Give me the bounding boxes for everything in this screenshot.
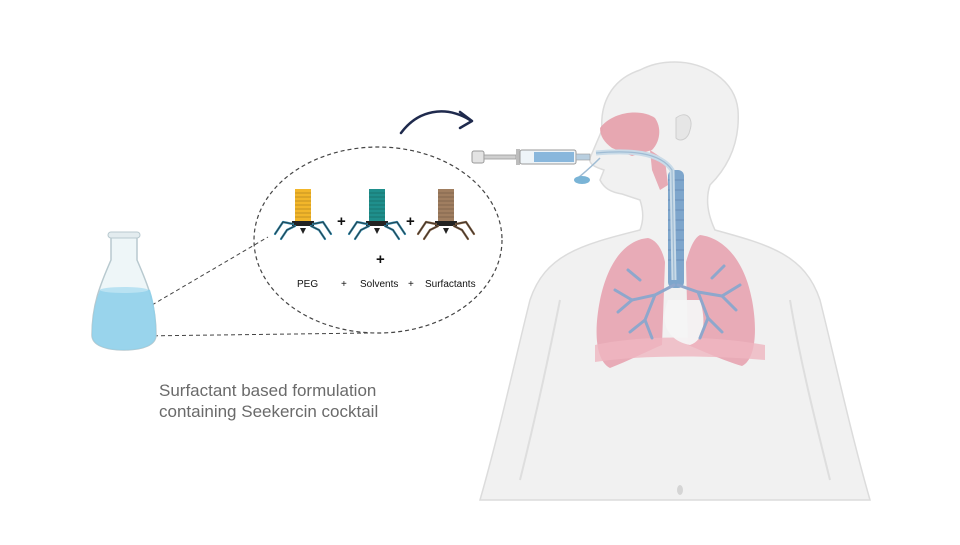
zoom-connector-lines [139, 236, 371, 337]
oral-cavity [600, 112, 660, 156]
phage-solvents [347, 189, 407, 241]
syringe [471, 149, 591, 165]
plus-sign: + [376, 251, 385, 268]
label-solvents: Solvents [360, 279, 399, 290]
bronchi [613, 264, 742, 340]
curved-arrow-icon [399, 110, 474, 135]
lungs [595, 235, 765, 368]
caption-line-1: Surfactant based formulation [159, 381, 377, 400]
phage-surfactants [416, 189, 476, 241]
phage-peg [273, 189, 333, 241]
phage-group [273, 189, 476, 241]
caption-line-2: containing Seekercin cocktail [159, 402, 379, 421]
formulation-caption: Surfactant based formulation containing … [159, 380, 378, 422]
label-surfactants: Surfactants [425, 279, 476, 290]
plus-sign: + [408, 279, 414, 290]
plus-sign: + [341, 279, 347, 290]
flask-icon [91, 231, 157, 351]
label-peg: PEG [297, 279, 319, 290]
plus-sign: + [406, 213, 415, 230]
plus-sign: + [337, 213, 346, 230]
endotracheal-tube [574, 149, 677, 281]
zoom-ellipse [253, 146, 503, 334]
